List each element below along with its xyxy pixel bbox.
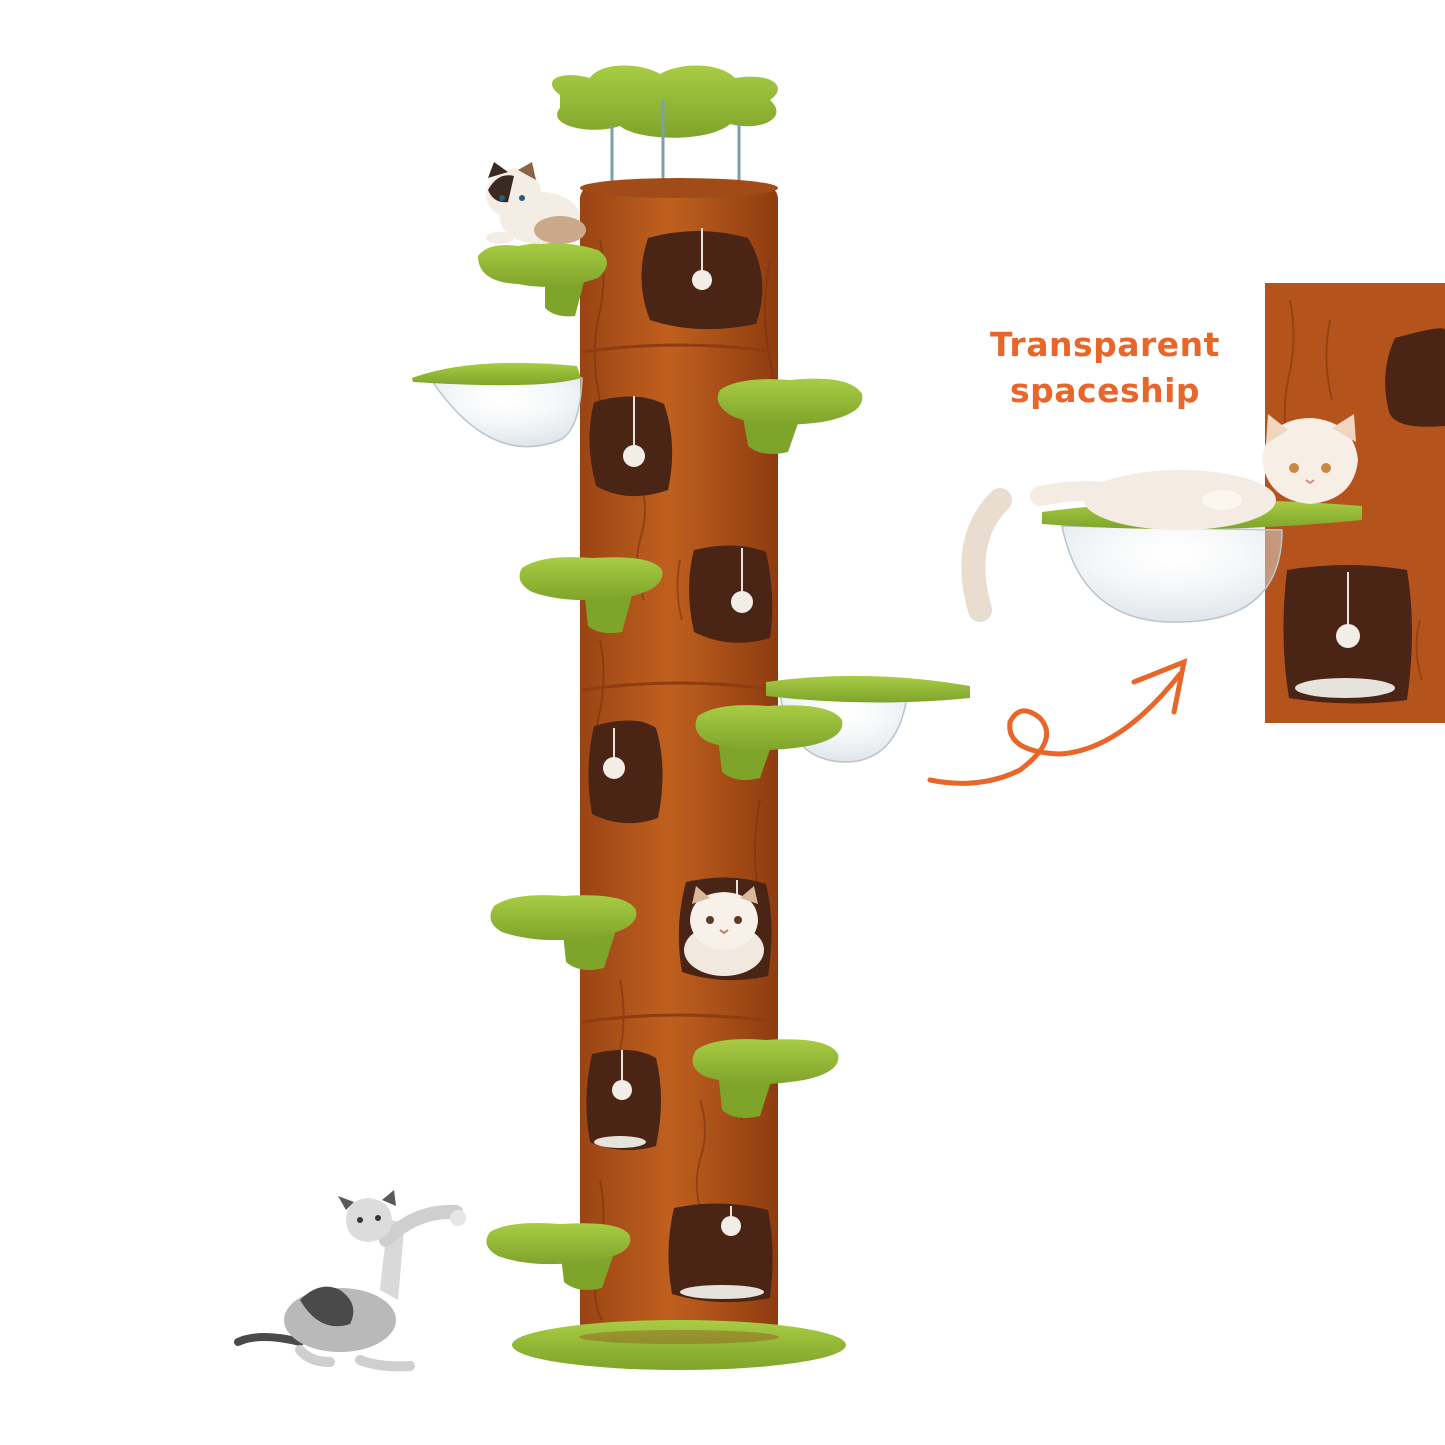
- top-cloud-canopy: [551, 65, 778, 190]
- platform: [478, 242, 607, 317]
- cat-tree: [412, 65, 970, 1370]
- green-platforms: [478, 242, 863, 1290]
- curly-arrow-icon: [927, 657, 1188, 786]
- calico-cat: [486, 162, 586, 244]
- platform: [490, 895, 637, 970]
- platform: [695, 705, 843, 780]
- tabby-cat-playing: [234, 1190, 466, 1372]
- pompom-ball: [721, 1216, 741, 1236]
- pompom-balls: [603, 270, 753, 1236]
- callout-line-2: spaceship: [1009, 371, 1201, 410]
- tree-base: [512, 1320, 846, 1370]
- platform: [519, 557, 663, 634]
- cream-cat-in-hole: [684, 886, 764, 976]
- platform: [717, 378, 863, 454]
- pompom-ball: [612, 1080, 632, 1100]
- spaceship-detail-inset: [961, 283, 1445, 723]
- platform: [692, 1039, 839, 1118]
- pompom-ball: [731, 591, 753, 613]
- callout-line-1: Transparent: [990, 325, 1220, 364]
- glass-bowl-upper: [412, 362, 583, 448]
- trunk-hole: [689, 545, 773, 643]
- trunk-hole: [588, 720, 663, 824]
- pompom-ball: [692, 270, 712, 290]
- trunk-hole: [668, 1203, 773, 1303]
- pompom-ball: [623, 445, 645, 467]
- platform: [486, 1223, 631, 1290]
- pompom-ball: [603, 757, 625, 779]
- trunk-hole: [586, 1049, 661, 1151]
- spaceship-callout: Transparent spaceship: [955, 322, 1255, 414]
- cream-cat-lounging: [961, 414, 1358, 622]
